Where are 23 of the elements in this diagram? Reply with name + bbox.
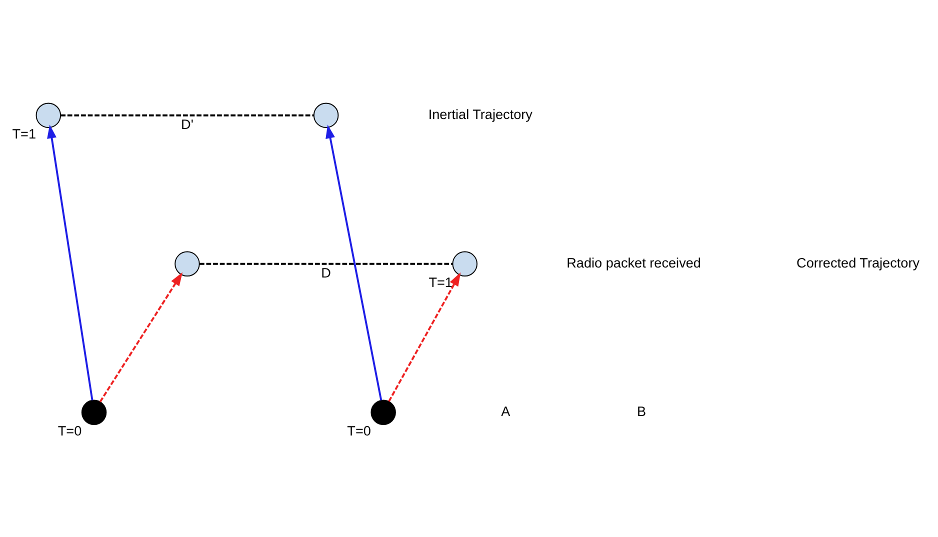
label: Radio packet received (566, 255, 701, 270)
edge-label: D' (181, 117, 194, 132)
node-circle (174, 251, 200, 276)
legend-label: Inertial Trajectory (428, 106, 532, 122)
node-circle (452, 251, 478, 276)
node-label: T=1 (12, 126, 36, 142)
arrow (388, 272, 461, 402)
arrow (99, 272, 183, 402)
node-label: T=1 (428, 274, 452, 290)
legend-label: Corrected Trajectory (796, 255, 920, 270)
node-circle (36, 102, 62, 128)
connector (60, 114, 314, 116)
node-circle (313, 102, 339, 128)
arrow (47, 124, 94, 400)
node-circle (81, 400, 107, 426)
connector (200, 262, 453, 265)
edge-label: D (321, 266, 331, 281)
label: B (637, 404, 646, 420)
arrow (326, 124, 382, 400)
label: A (501, 404, 510, 420)
node-label: T=0 (58, 423, 82, 438)
node-label: T=0 (347, 423, 371, 438)
node-circle (370, 400, 396, 426)
